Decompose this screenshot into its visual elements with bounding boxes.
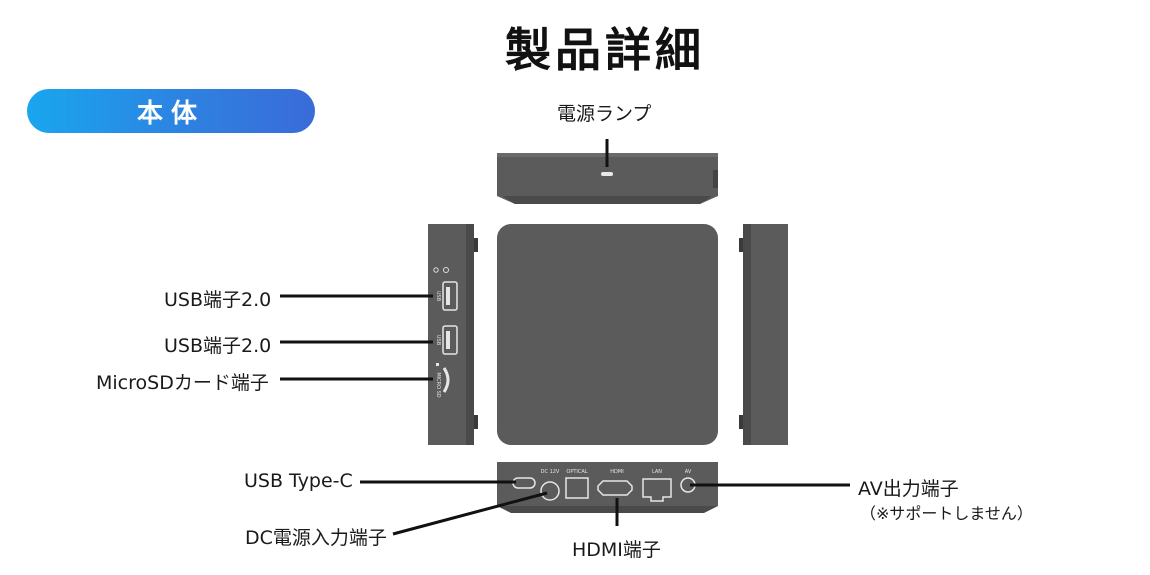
section-pill-main-unit: 本体 [27, 89, 315, 133]
device-left-side-view [428, 224, 478, 445]
mark-hdmi: HDMI [610, 469, 623, 475]
mark-micro-sd: MICRO SD [435, 372, 441, 397]
label-power-lamp: 電源ランプ [557, 103, 652, 125]
mark-av: AV [685, 469, 692, 475]
mark-optical: OPTICAL [566, 469, 587, 475]
usb-port-2 [442, 325, 458, 355]
hdmi-port [597, 480, 633, 496]
usb-port-1 [442, 281, 458, 311]
page-title: 製品詳細 [505, 23, 705, 77]
device-right-side-view [739, 224, 788, 445]
label-av-out: AV出力端子 [858, 478, 959, 500]
power-lamp-indicator [601, 172, 613, 176]
mark-usb-2: USB [435, 335, 441, 346]
lan-port [642, 478, 672, 502]
optical-port [565, 477, 589, 499]
label-usb-1: USB端子2.0 [164, 289, 272, 311]
label-dc-power: DC電源入力端子 [245, 527, 387, 549]
mark-usb-1: USB [435, 291, 441, 302]
dc-power-port [540, 481, 560, 501]
label-usb-2: USB端子2.0 [164, 335, 272, 357]
label-av-note: （※サポートしません） [860, 504, 1033, 523]
device-rear-view [497, 462, 718, 513]
mark-lan: LAN [652, 469, 662, 475]
label-hdmi: HDMI端子 [572, 539, 661, 561]
label-usb-typec: USB Type-C [244, 470, 353, 492]
label-microsd: MicroSDカード端子 [96, 372, 269, 394]
device-top-view [497, 224, 718, 445]
dc-power-leader [392, 491, 548, 536]
mark-dc: DC 12V [541, 469, 560, 475]
microsd-slot [442, 367, 450, 393]
